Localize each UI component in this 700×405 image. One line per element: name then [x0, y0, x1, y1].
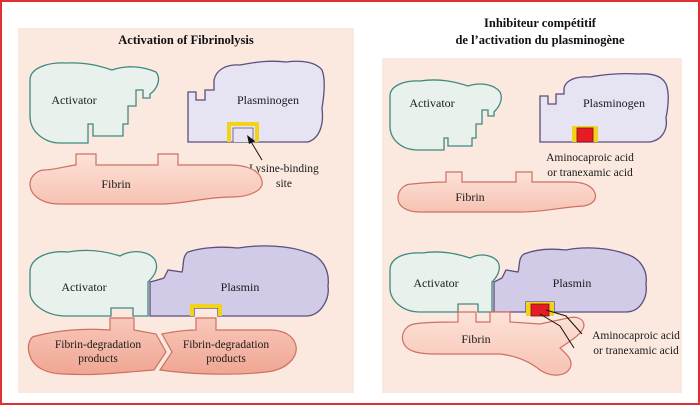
- plasminogen-label: Plasminogen: [237, 93, 299, 107]
- fibrin-label: Fibrin: [455, 190, 484, 204]
- drug-label-line2: or tranexamic acid: [593, 345, 679, 357]
- activator-bound-label: Activator: [413, 276, 458, 290]
- drug-molecule: [576, 127, 594, 143]
- lysine-arrow: [249, 139, 263, 161]
- plasmin-label: Plasmin: [553, 276, 592, 290]
- fibrin-label: Fibrin: [101, 177, 130, 191]
- fdp-right-shape: [158, 317, 297, 375]
- drug-label-line1: Aminocaproic acid: [592, 330, 680, 342]
- left-panel-title: Activation of Fibrinolysis: [118, 33, 254, 47]
- plasmin-shape: [149, 245, 329, 317]
- lysine-label-line1: Lysine-binding: [249, 163, 319, 175]
- left-panel: Activation of Fibrinolysis Activator Pla…: [18, 28, 354, 393]
- activator-shape: [29, 62, 160, 144]
- plasminogen-shape: [539, 72, 669, 143]
- fibrin-shape: [401, 311, 585, 376]
- activator-shape: [389, 79, 502, 151]
- drug-label-line1: Aminocaproic acid: [546, 152, 634, 164]
- plasmin-shape: [493, 247, 647, 313]
- plasminogen-label: Plasminogen: [583, 96, 645, 110]
- right-panel-title-line2: de l’activation du plasminogène: [455, 33, 625, 47]
- fibrin-label: Fibrin: [461, 332, 490, 346]
- drug-callout-line-2: [539, 313, 575, 349]
- fibrin-shape: [29, 153, 263, 205]
- drug-label-line2: or tranexamic acid: [547, 167, 633, 179]
- fdp-left-label-line2: products: [78, 353, 118, 365]
- plasmin-label: Plasmin: [221, 280, 260, 294]
- plasminogen-shape: [187, 60, 325, 143]
- activator-bound-label: Activator: [61, 280, 106, 294]
- plasmin-binding-site: [190, 304, 222, 316]
- fdp-right-label-line2: products: [206, 353, 246, 365]
- activator-label: Activator: [409, 96, 454, 110]
- drug-molecule: [530, 303, 550, 317]
- lysine-binding-site: [227, 122, 259, 142]
- lysine-arrow-head: [247, 135, 255, 144]
- activator-bound-shape: [389, 251, 500, 313]
- fdp-left-label-line1: Fibrin-degradation: [55, 339, 141, 351]
- fibrin-shape: [397, 171, 597, 213]
- activator-bound-shape: [29, 249, 158, 317]
- fdp-right-label-line1: Fibrin-degradation: [183, 339, 269, 351]
- activator-label: Activator: [51, 93, 96, 107]
- right-panel: Inhibiteur compétitif de l’activation du…: [382, 16, 682, 393]
- lysine-label-line2: site: [276, 178, 292, 190]
- fdp-left-shape: [27, 317, 167, 376]
- right-panel-title-line1: Inhibiteur compétitif: [484, 16, 597, 30]
- drug-callout-line: [545, 309, 583, 335]
